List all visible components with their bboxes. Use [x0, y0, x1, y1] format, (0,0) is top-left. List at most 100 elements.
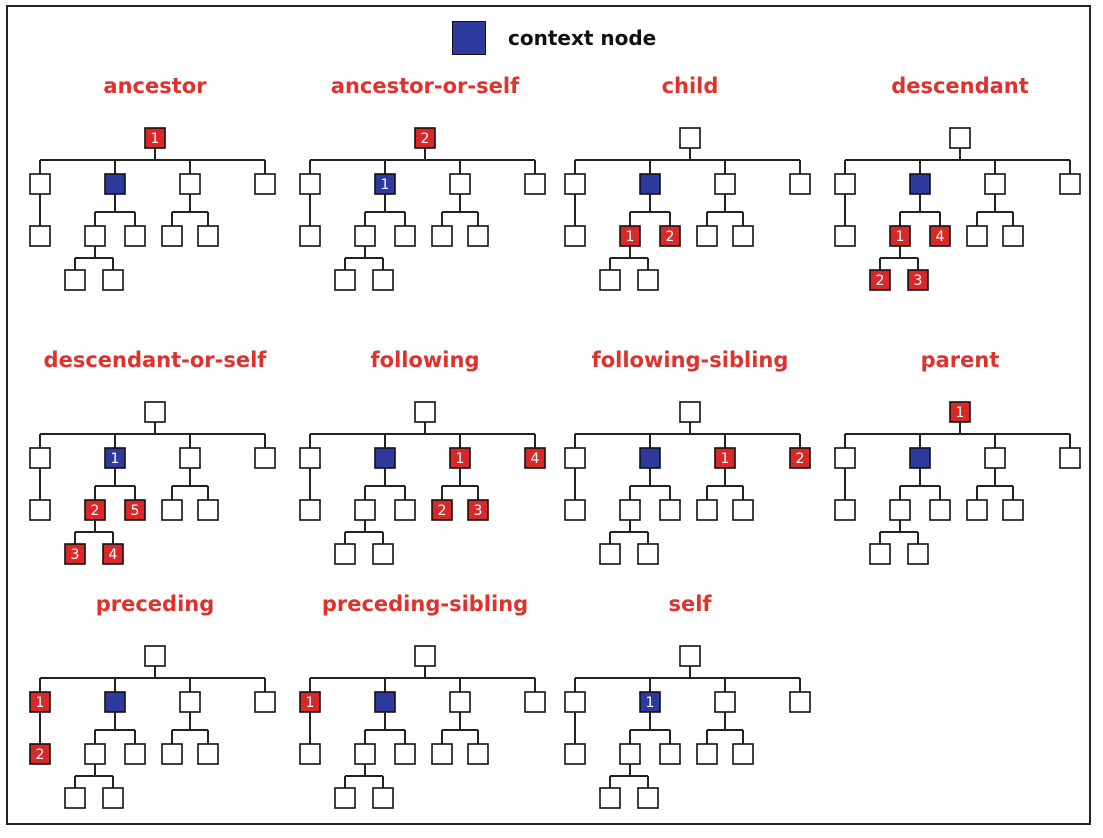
- child3-descendant-1: [696, 743, 718, 765]
- child3-descendant-1: [966, 499, 988, 521]
- axis-title-preceding-sibling: preceding-sibling: [321, 592, 529, 616]
- child3-descendant-1: 2: [431, 499, 453, 521]
- child-node-4: [254, 691, 276, 713]
- axis-title-self: self: [668, 592, 712, 616]
- grandchild-node-1: [29, 499, 51, 521]
- axis-title-ancestor: ancestor: [103, 74, 207, 98]
- grandchild-node-3: [372, 543, 394, 565]
- grandchild-node-3: [372, 269, 394, 291]
- child-node-1: [564, 447, 586, 469]
- child-node-1: [834, 447, 856, 469]
- root-node: [949, 127, 971, 149]
- descendant-node-1: 1: [619, 225, 641, 247]
- root-node: [414, 401, 436, 423]
- child3-descendant-2: [197, 225, 219, 247]
- grandchild-node-3: [102, 787, 124, 809]
- child-node-3: [179, 173, 201, 195]
- grandchild-node-1: [299, 225, 321, 247]
- context-node: [909, 447, 931, 469]
- descendant-node-1: [354, 499, 376, 521]
- child-node-3: [714, 173, 736, 195]
- descendant-node-2: [124, 743, 146, 765]
- descendant-node-2: [659, 499, 681, 521]
- svg-text:2: 2: [666, 229, 675, 245]
- child-node-1: [299, 447, 321, 469]
- grandchild-node-2: [334, 787, 356, 809]
- child3-descendant-1: [161, 499, 183, 521]
- grandchild-node-1: [834, 499, 856, 521]
- child-node-4: [1059, 447, 1081, 469]
- grandchild-node-3: [907, 543, 929, 565]
- root-node: 1: [144, 127, 166, 149]
- svg-text:1: 1: [896, 229, 905, 245]
- grandchild-node-2: 3: [64, 543, 86, 565]
- grandchild-node-3: [637, 787, 659, 809]
- axis-title-parent: parent: [920, 348, 1000, 372]
- context-node: [104, 691, 126, 713]
- axis-title-child: child: [661, 74, 719, 98]
- grandchild-node-2: [334, 543, 356, 565]
- grandchild-node-2: [64, 787, 86, 809]
- svg-text:4: 4: [936, 229, 945, 245]
- svg-text:1: 1: [456, 451, 465, 467]
- svg-text:2: 2: [438, 503, 447, 519]
- descendant-node-2: [929, 499, 951, 521]
- svg-text:4: 4: [109, 547, 118, 563]
- svg-text:1: 1: [626, 229, 635, 245]
- child3-descendant-1: [161, 225, 183, 247]
- context-node: [639, 447, 661, 469]
- root-node: [679, 401, 701, 423]
- grandchild-node-3: [637, 269, 659, 291]
- diagram-frame: [6, 5, 1091, 825]
- descendant-node-2: [394, 225, 416, 247]
- grandchild-node-3: 4: [102, 543, 124, 565]
- child-node-1: [299, 173, 321, 195]
- grandchild-node-2: [599, 787, 621, 809]
- descendant-node-1: [889, 499, 911, 521]
- child-node-1: 1: [299, 691, 321, 713]
- descendant-node-2: 5: [124, 499, 146, 521]
- root-node: [414, 645, 436, 667]
- child-node-3: [449, 691, 471, 713]
- child-node-4: [1059, 173, 1081, 195]
- descendant-node-2: [394, 499, 416, 521]
- svg-text:3: 3: [914, 273, 923, 289]
- grandchild-node-1: [299, 743, 321, 765]
- svg-text:1: 1: [111, 451, 120, 467]
- context-node: [374, 691, 396, 713]
- axis-title-following: following: [370, 348, 480, 372]
- child3-descendant-1: [966, 225, 988, 247]
- grandchild-node-1: [29, 225, 51, 247]
- root-node: 1: [949, 401, 971, 423]
- descendant-node-1: [84, 743, 106, 765]
- child3-descendant-2: [732, 743, 754, 765]
- child3-descendant-2: [467, 225, 489, 247]
- svg-text:4: 4: [531, 451, 540, 467]
- context-node: [374, 447, 396, 469]
- descendant-node-2: [394, 743, 416, 765]
- svg-text:1: 1: [151, 131, 160, 147]
- child3-descendant-2: 3: [467, 499, 489, 521]
- svg-text:5: 5: [131, 503, 140, 519]
- child-node-3: [179, 691, 201, 713]
- child3-descendant-1: [696, 225, 718, 247]
- child3-descendant-1: [431, 743, 453, 765]
- context-node: 1: [104, 447, 126, 469]
- svg-text:3: 3: [71, 547, 80, 563]
- descendant-node-2: [659, 743, 681, 765]
- child3-descendant-2: [1002, 499, 1024, 521]
- grandchild-node-3: [102, 269, 124, 291]
- child-node-1: [564, 173, 586, 195]
- context-node: [639, 173, 661, 195]
- axis-title-descendant-or-self: descendant-or-self: [43, 348, 267, 372]
- child-node-4: [254, 447, 276, 469]
- grandchild-node-3: [372, 787, 394, 809]
- child-node-1: [29, 173, 51, 195]
- grandchild-node-1: [564, 743, 586, 765]
- child-node-4: [789, 173, 811, 195]
- child-node-4: [789, 691, 811, 713]
- descendant-node-2: 2: [659, 225, 681, 247]
- grandchild-node-3: [637, 543, 659, 565]
- descendant-node-1: [619, 743, 641, 765]
